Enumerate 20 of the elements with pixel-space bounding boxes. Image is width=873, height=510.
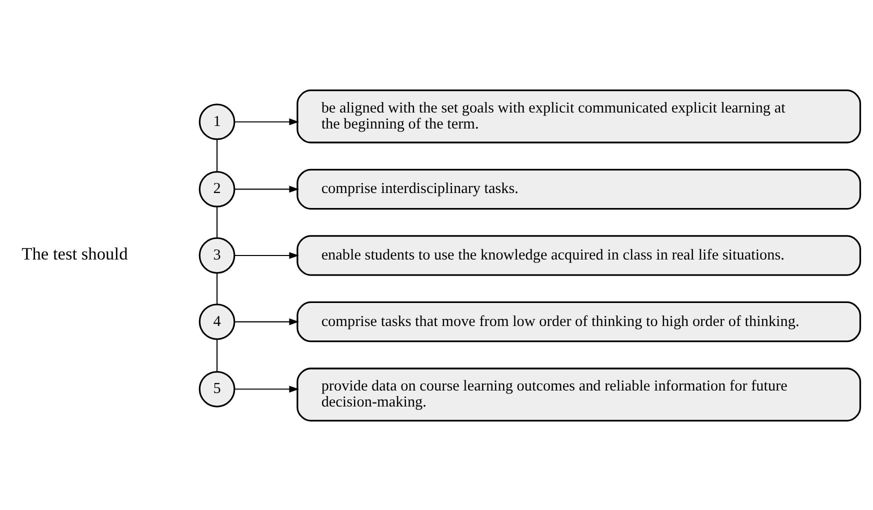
- arrow: [234, 185, 299, 192]
- arrow: [234, 252, 299, 258]
- arrow: [234, 118, 299, 125]
- node-box: be aligned with the set goals with explicit communicated explicit learning at the beginning of the term.: [296, 89, 862, 143]
- node-circle: 4: [198, 303, 236, 340]
- arrow: [234, 385, 299, 392]
- connector: [216, 206, 218, 238]
- node-box: comprise interdisciplinary tasks.: [296, 168, 862, 210]
- connector: [216, 139, 218, 171]
- node-box: provide data on course learning outcomes and reliable information for future decision-making.: [296, 367, 862, 421]
- node-circle: 2: [198, 170, 236, 207]
- label: The test should: [22, 244, 128, 264]
- arrow: [234, 318, 299, 325]
- node-box: enable students to use the knowledge acquired in class in real life situations.: [296, 234, 862, 276]
- connector: [216, 272, 218, 304]
- node-circle: 3: [198, 236, 236, 274]
- node-box: comprise tasks that move from low order of thinking to high order of thinking.: [296, 300, 862, 342]
- connector: [216, 338, 218, 371]
- node-circle: 1: [198, 103, 236, 140]
- node-circle: 5: [198, 370, 236, 407]
